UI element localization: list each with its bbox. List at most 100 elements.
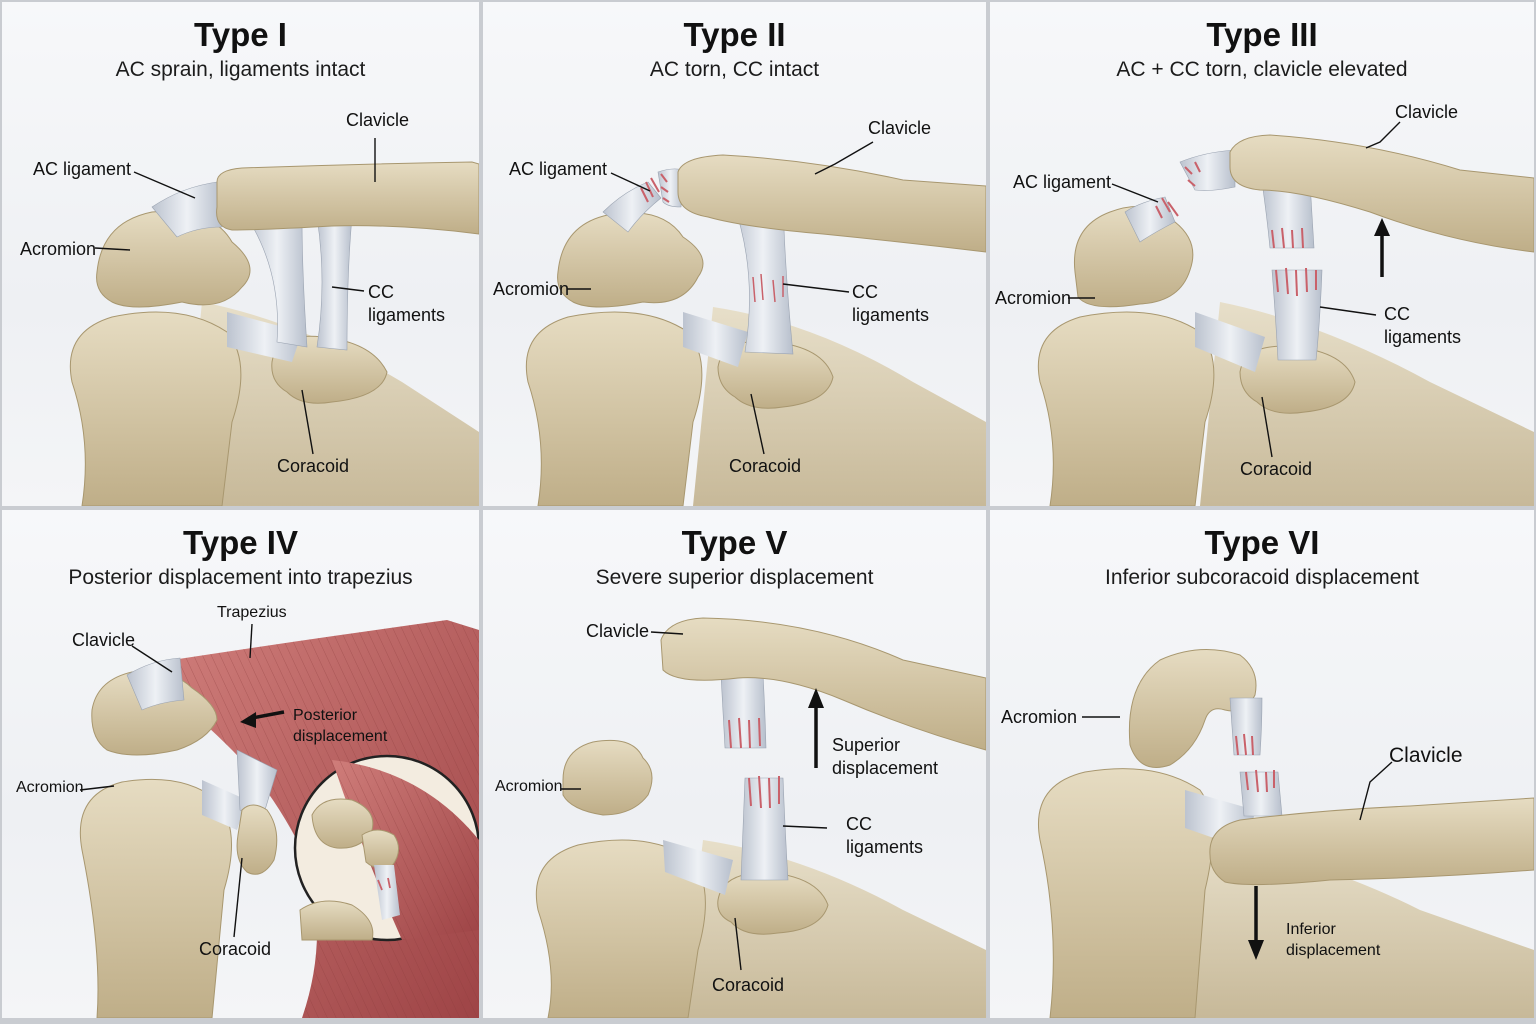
- label-clavicle: Clavicle: [72, 630, 136, 650]
- label-coracoid: Coracoid: [1240, 459, 1313, 479]
- superior-arrow: [1374, 218, 1390, 277]
- coracoid-process: [271, 335, 388, 404]
- clavicle-bone: [677, 154, 986, 253]
- panel-title: Type II: [683, 16, 786, 53]
- acromion-bone: [96, 210, 251, 308]
- cc-tear-marks-lower: [1275, 267, 1317, 297]
- panel-type-5: Type V Severe superior displacement Clav…: [483, 510, 986, 1018]
- coracoacromial-ligament: [1195, 312, 1265, 372]
- label-acromion: Acromion: [493, 279, 570, 299]
- ac-ligament-torn-clavicular: [1179, 149, 1236, 191]
- label-coracoid: Coracoid: [277, 456, 350, 476]
- label-clavicle: Clavicle: [868, 118, 932, 138]
- label-cc-ligaments: CC ligaments: [852, 282, 930, 326]
- cc-ligament-upper-stump: [1261, 181, 1315, 249]
- label-clavicle: Clavicle: [346, 110, 410, 130]
- label-acromion: Acromion: [995, 288, 1072, 308]
- panel-type-1: Type I AC sprain, ligaments intact Clavi…: [2, 2, 479, 506]
- superior-arrow: [808, 688, 824, 768]
- label-coracoid: Coracoid: [729, 456, 802, 476]
- clavicle-bone-severely-elevated: [660, 617, 986, 751]
- type-5-illustration: [535, 617, 986, 1018]
- label-acromion: Acromion: [20, 239, 97, 259]
- ac-tear-marks-clavicular: [660, 173, 670, 203]
- humeral-head-bone: [1037, 311, 1215, 506]
- inset-acromion: [311, 798, 374, 849]
- label-superior-displacement: Superior displacement: [832, 735, 939, 779]
- label-acromion: Acromion: [495, 778, 563, 795]
- panel-title: Type III: [1206, 16, 1318, 53]
- humeral-head-bone: [525, 311, 703, 506]
- inset-ligament: [374, 865, 400, 920]
- panel-title: Type IV: [183, 524, 298, 561]
- scapular-spine-ligament: [227, 312, 302, 362]
- label-posterior-displacement: Posterior displacement: [293, 707, 388, 745]
- type-1-illustration: [69, 138, 479, 506]
- label-acromion: Acromion: [1001, 707, 1078, 727]
- cc-tear-marks-lower: [748, 775, 780, 809]
- label-clavicle: Clavicle: [586, 621, 650, 641]
- panel-title: Type I: [194, 16, 287, 53]
- type-4-illustration: [79, 620, 479, 1018]
- panel-type-4: Type IV Posterior displacement into trap…: [2, 510, 479, 1018]
- ac-ligament-torn-acromial: [1124, 196, 1176, 243]
- ac-tear-marks-clavicular: [1184, 161, 1201, 187]
- acromion-bone: [1073, 205, 1194, 308]
- clavicle-bone: [216, 161, 479, 235]
- inferior-arrow: [1248, 886, 1264, 960]
- panel-subtitle: Posterior displacement into trapezius: [68, 566, 413, 589]
- clavicle-bone-subcoracoid: [1209, 797, 1534, 886]
- cc-ligament-conoid: [316, 216, 353, 351]
- panel-subtitle: AC + CC torn, clavicle elevated: [1116, 58, 1408, 81]
- inset-magnified-view: [293, 754, 479, 942]
- cc-tear-marks-lower: [1245, 769, 1275, 793]
- label-ac-ligament: AC ligament: [33, 159, 132, 179]
- label-cc-ligaments: CC ligaments: [368, 282, 446, 326]
- ac-tear-marks-acromial: [640, 177, 660, 203]
- type-3-illustration: [1037, 121, 1534, 506]
- panel-type-2: Type II AC torn, CC intact Clavicle AC l…: [483, 2, 986, 506]
- humeral-head: [69, 311, 242, 506]
- label-trapezius: Trapezius: [217, 604, 287, 621]
- label-clavicle: Clavicle: [1389, 744, 1463, 767]
- type-2-illustration: [525, 141, 986, 506]
- panel-title: Type V: [681, 524, 788, 561]
- cc-ligament: [732, 201, 794, 355]
- cc-tear-marks-upper: [728, 717, 761, 749]
- cc-ligament-upper-stump: [1229, 697, 1263, 756]
- panel-subtitle: AC torn, CC intact: [649, 58, 820, 81]
- clavicle-bone-elevated: [1229, 134, 1534, 253]
- label-ac-ligament: AC ligament: [509, 159, 608, 179]
- cc-ligament-trapezoid: [246, 216, 308, 348]
- label-acromion: Acromion: [16, 779, 84, 796]
- coracoacromial-ligament: [683, 312, 748, 367]
- panel-type-6: Type VI Inferior subcoracoid displacemen…: [990, 510, 1534, 1018]
- cc-tear-marks-upper: [1235, 733, 1254, 756]
- ac-tear-marks-acromial: [1155, 197, 1179, 219]
- label-coracoid: Coracoid: [712, 975, 785, 995]
- label-ac-ligament: AC ligament: [1013, 172, 1112, 192]
- label-cc-ligaments: CC ligaments: [1384, 304, 1462, 348]
- cc-ligament-lower-stump: [740, 777, 789, 881]
- label-cc-ligaments: CC ligaments: [846, 814, 924, 858]
- coracoacromial-ligament: [202, 780, 247, 830]
- coracoid-process: [236, 804, 278, 875]
- cc-tear-marks-upper: [1271, 227, 1304, 249]
- ac-ligament-torn-acromial: [602, 181, 662, 233]
- panel-title: Type VI: [1204, 524, 1320, 561]
- cc-partial-strain-marks: [752, 273, 784, 303]
- label-clavicle: Clavicle: [1395, 102, 1459, 122]
- coracoacromial-ligament: [663, 840, 733, 895]
- acromion-bone: [562, 739, 653, 816]
- posterior-arrow: [240, 710, 285, 728]
- label-coracoid: Coracoid: [199, 939, 272, 959]
- panel-subtitle: Severe superior displacement: [595, 566, 874, 589]
- panel-subtitle: AC sprain, ligaments intact: [115, 58, 366, 81]
- inset-clavicle-end: [361, 829, 399, 869]
- type-6-illustration: [1038, 649, 1534, 1018]
- panel-subtitle: Inferior subcoracoid displacement: [1105, 566, 1419, 589]
- cc-ligament-lower-stump: [1271, 269, 1323, 361]
- panel-type-3: Type III AC + CC torn, clavicle elevated…: [990, 2, 1534, 506]
- cc-ligament-upper-stump: [720, 674, 767, 749]
- inset-scapula: [299, 900, 374, 941]
